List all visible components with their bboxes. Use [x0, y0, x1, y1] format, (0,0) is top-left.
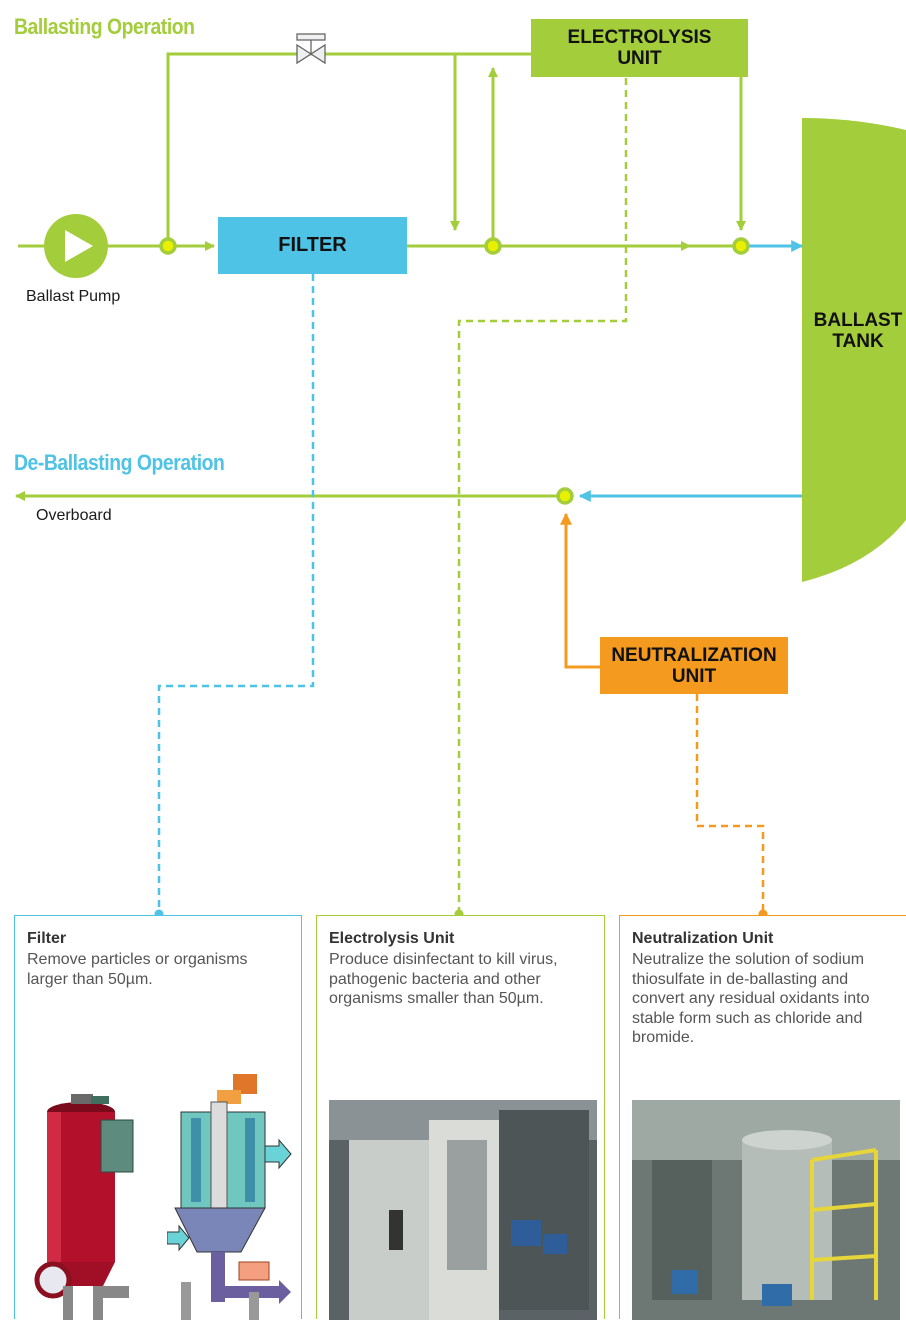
electrolysis-dashed-connector: [457, 78, 628, 913]
neutralization-card-description: Neutralize the solution of sodium thiosu…: [632, 951, 870, 1046]
ballast-tank-label-2: TANK: [832, 331, 884, 352]
electrolysis-box: ELECTROLYSIS UNIT: [531, 19, 748, 77]
neutralization-connector-dot: [758, 909, 768, 915]
electrolysis-connector-dot: [454, 909, 464, 915]
neutralization-box-label-1: NEUTRALIZATION: [611, 644, 777, 666]
electrolysis-card-title: Electrolysis Unit: [329, 930, 455, 947]
junction-node: [484, 237, 502, 255]
flow-diagram: [15, 33, 906, 915]
filter-red-image: [34, 1094, 134, 1320]
junction-node: [159, 237, 177, 255]
neutralization-card-title: Neutralization Unit: [632, 930, 774, 947]
electrolysis-card-description: Produce disinfectant to kill virus, path…: [329, 951, 558, 1007]
neutralization-unit-photo: [632, 1100, 900, 1320]
filter-cutaway-image: [167, 1074, 292, 1320]
neutralization-box-label-2: UNIT: [671, 665, 717, 687]
filter-card-description: Remove particles or organisms larger tha…: [27, 951, 248, 988]
deballasting-title: De-Ballasting Operation: [14, 450, 225, 475]
filter-connector-dot: [154, 909, 164, 915]
valve-icon: [296, 33, 326, 65]
overboard-label: Overboard: [36, 507, 112, 524]
ballasting-title: Ballasting Operation: [14, 14, 195, 39]
ballast-tank-shape: [802, 118, 906, 582]
filter-dashed-connector: [157, 274, 315, 913]
ballast-tank-label-1: BALLAST: [813, 310, 903, 331]
electrolysis-card: Electrolysis Unit Produce disinfectant t…: [316, 915, 605, 1320]
neutralization-feed-line: [560, 512, 600, 669]
electrolysis-box-label-1: ELECTROLYSIS: [567, 27, 712, 48]
neutralization-card: Neutralization Unit Neutralize the solut…: [619, 915, 906, 1320]
electrolysis-unit-photo: [329, 1100, 597, 1320]
neutralization-dashed-connector: [695, 694, 765, 913]
neutralization-box: NEUTRALIZATION UNIT: [600, 637, 788, 694]
pump-icon: [44, 214, 108, 278]
junction-node: [556, 487, 574, 505]
electrolysis-box-label-2: UNIT: [617, 48, 662, 69]
junction-node: [732, 237, 750, 255]
filter-box: FILTER: [218, 217, 407, 274]
electrolysis-out-line: [636, 52, 746, 231]
pump-label: Ballast Pump: [26, 288, 121, 305]
ballast-tank-label: BALLAST TANK: [810, 306, 906, 356]
bypass-line: [166, 52, 531, 246]
filter-card: Filter Remove particles or organisms lar…: [14, 915, 302, 1320]
filter-box-label: FILTER: [278, 234, 347, 256]
filter-card-title: Filter: [27, 930, 67, 947]
